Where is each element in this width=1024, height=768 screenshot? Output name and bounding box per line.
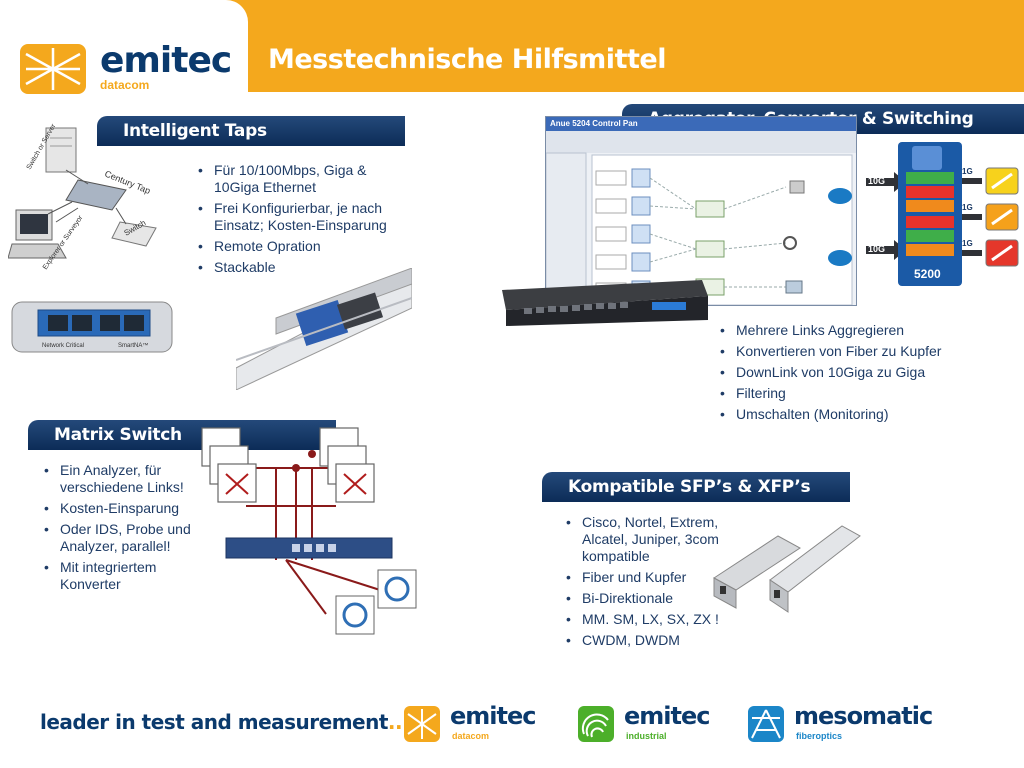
matrix-switch-diagram <box>201 427 417 635</box>
logo-card: emitec datacom <box>0 0 248 118</box>
footer-logo-emitec-industrial: emitec industrial <box>578 702 710 747</box>
list-item: Konvertieren von Fiber zu Kupfer <box>718 343 998 360</box>
taps-bullet-list: Für 10/100Mbps, Giga & 10Giga Ethernet F… <box>196 162 408 280</box>
device-label-network-critical: Network Critical <box>42 343 84 349</box>
speed-label-1g-c: 1G <box>962 239 973 248</box>
list-item: Fiber und Kupfer <box>564 569 744 586</box>
list-item: Umschalten (Monitoring) <box>718 406 998 423</box>
speed-label-10g-top: 10G <box>868 176 885 186</box>
list-item: Oder IDS, Probe und Analyzer, parallel! <box>42 521 210 555</box>
emitec-industrial-logo-icon <box>578 706 614 742</box>
aggregator-appliance-image <box>502 280 708 326</box>
footer-slogan: leader in test and measurement... <box>40 710 410 734</box>
rack-mounted-tap-image <box>236 268 412 390</box>
footer-logo-sub: industrial <box>626 731 667 741</box>
list-item: CWDM, DWDM <box>564 632 744 649</box>
list-item: Stackable <box>196 259 408 276</box>
list-item: Mehrere Links Aggregieren <box>718 322 998 339</box>
speed-label-1g-a: 1G <box>962 167 973 176</box>
speed-label-1g-b: 1G <box>962 203 973 212</box>
footer-logo-word: emitec <box>624 702 710 730</box>
aggregator-bullet-list: Mehrere Links Aggregieren Konvertieren v… <box>718 322 998 427</box>
tap-topology-diagram: Century Tap Switch Switch or Server Expl… <box>8 122 157 271</box>
control-panel-contents <box>546 131 856 305</box>
page-title: Messtechnische Hilfsmittel <box>268 44 666 75</box>
speed-label-10g-bottom: 10G <box>868 244 885 254</box>
device-label-smartna: SmartNA™ <box>118 342 148 349</box>
filter-switch-diagram: 10G 10G 5200 1G 1G 1G <box>828 142 1019 286</box>
section-title-sfp-xfp: Kompatible SFP’s & XFP’s <box>542 472 850 502</box>
list-item: Ein Analyzer, für verschiedene Links! <box>42 462 210 496</box>
list-item: Frei Konfigurierbar, je nach Einsatz; Ko… <box>196 200 408 234</box>
matrix-bullet-list: Ein Analyzer, für verschiedene Links! Ko… <box>42 462 210 597</box>
list-item: Bi-Direktionale <box>564 590 744 607</box>
footer-logo-word: mesomatic <box>794 702 933 730</box>
pc-icon <box>8 209 67 259</box>
list-item: Für 10/100Mbps, Giga & 10Giga Ethernet <box>196 162 408 196</box>
sfp-xfp-transceiver-image <box>713 525 861 613</box>
footer-logo-emitec-datacom: emitec datacom <box>404 702 536 747</box>
list-item: Cisco, Nortel, Extrem, Alcatel, Juniper,… <box>564 514 744 565</box>
footer-logo-sub: datacom <box>452 731 490 741</box>
section-title-matrix-switch: Matrix Switch <box>28 420 336 450</box>
list-item: MM. SM, LX, SX, ZX ! <box>564 611 744 628</box>
emitec-datacom-logo-icon <box>404 706 440 742</box>
list-item: Mit integriertem Konverter <box>42 559 210 593</box>
model-label: 5200 <box>914 267 941 281</box>
list-item: Remote Opration <box>196 238 408 255</box>
network-tap-device-image: Network Critical SmartNA™ <box>11 301 173 353</box>
footer-logo-word: emitec <box>450 702 536 730</box>
list-item: DownLink von 10Giga zu Giga <box>718 364 998 381</box>
switch-icon <box>111 221 157 247</box>
footer-logo-mesomatic: mesomatic fiberoptics <box>748 702 933 747</box>
list-item: Filtering <box>718 385 998 402</box>
section-title-intelligent-taps: Intelligent Taps <box>97 116 405 146</box>
control-panel-window-title: Anue 5204 Control Pan <box>546 117 856 131</box>
control-panel-screenshot: Anue 5204 Control Pan <box>545 116 857 306</box>
logo-word: emitec <box>100 40 232 81</box>
tap-box-icon <box>65 179 127 211</box>
emitec-logo-icon <box>20 44 86 99</box>
logo-subtitle: datacom <box>100 78 150 92</box>
footer-logo-sub: fiberoptics <box>796 731 843 741</box>
mesomatic-logo-icon <box>748 706 784 742</box>
list-item: Kosten-Einsparung <box>42 500 210 517</box>
server-icon <box>45 127 77 173</box>
sfp-bullet-list: Cisco, Nortel, Extrem, Alcatel, Juniper,… <box>564 514 744 653</box>
footer-slogan-text: leader in test and measurement <box>40 710 388 734</box>
